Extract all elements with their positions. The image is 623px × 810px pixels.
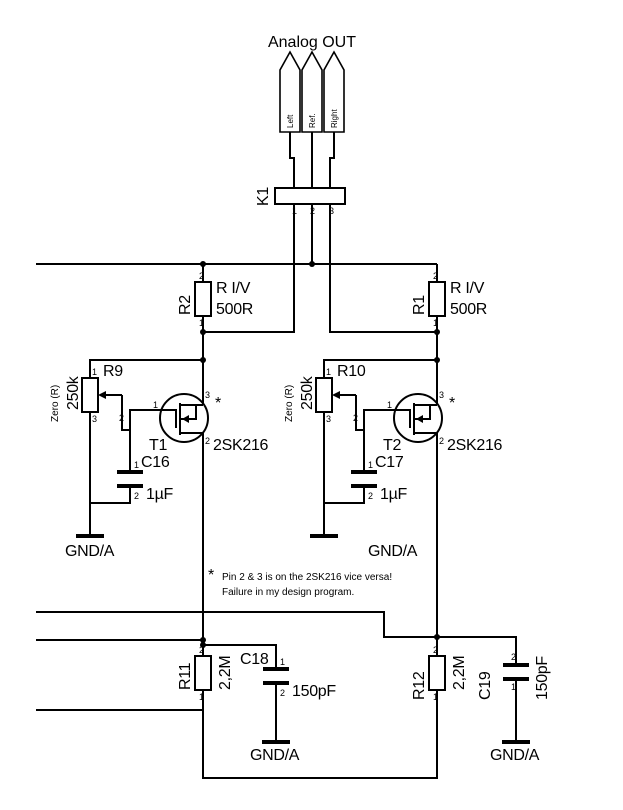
c17-pin-bottom: 2 <box>368 491 373 501</box>
c16-pin-top: 1 <box>134 460 139 470</box>
r12-ref: R12 <box>411 671 428 700</box>
note-mark: * <box>208 567 214 584</box>
t2-pin-1: 1 <box>387 400 392 410</box>
t1-ref: T1 <box>149 437 167 454</box>
c18-value: 150pF <box>292 683 336 700</box>
r1-pin-bottom: 1 <box>433 318 438 328</box>
r2-ref: R2 <box>177 295 194 315</box>
c17-value: 1µF <box>380 486 408 503</box>
c18-pin-top: 1 <box>280 657 285 667</box>
c18-ref: C18 <box>240 651 269 668</box>
t1-type: 2SK216 <box>213 437 269 454</box>
c16-pin-bottom: 2 <box>134 491 139 501</box>
transistor-t2 <box>393 393 443 443</box>
ground-label-3: GND/A <box>250 747 300 764</box>
r10-value: 250k <box>299 375 316 410</box>
r1-name: R I/V <box>450 280 485 297</box>
r11-ref: R11 <box>177 662 194 690</box>
c16-ref: C16 <box>141 454 170 471</box>
t1-pin-2: 2 <box>205 436 210 446</box>
capacitor-c18 <box>263 667 289 685</box>
output-ref-label: Ref. <box>308 113 317 128</box>
r9-pin-1: 1 <box>92 367 97 377</box>
r12-pin-top: 2 <box>433 645 438 655</box>
connector-pin-3: 3 <box>329 206 334 216</box>
r11-pin-top: 2 <box>199 645 204 655</box>
r11-pin-bottom: 1 <box>199 692 204 702</box>
capacitor-c17 <box>351 470 377 488</box>
c17-pin-top: 1 <box>368 460 373 470</box>
resistor-r12 <box>428 655 446 691</box>
c19-pin-top: 2 <box>511 652 516 662</box>
r12-value: 2,2M <box>451 656 468 690</box>
r9-pin-3: 3 <box>92 414 97 424</box>
r11-value: 2,2M <box>217 656 234 690</box>
r9-pin-2: 2 <box>119 413 124 423</box>
note-line-1: Pin 2 & 3 is on the 2SK216 vice versa! <box>222 572 392 583</box>
r2-pin-top: 2 <box>199 271 204 281</box>
c19-ref: C19 <box>477 671 494 700</box>
connector-k1 <box>274 187 346 205</box>
t1-pin-1: 1 <box>153 400 158 410</box>
t2-pin-2: 2 <box>439 436 444 446</box>
r1-value: 500R <box>450 301 487 318</box>
ground-label-4: GND/A <box>490 747 540 764</box>
r10-pin-2: 2 <box>353 413 358 423</box>
r2-pin-bottom: 1 <box>199 318 204 328</box>
t2-type: 2SK216 <box>447 437 503 454</box>
t2-mark: * <box>449 395 455 412</box>
capacitor-c19 <box>503 663 529 681</box>
r12-pin-bottom: 1 <box>433 692 438 702</box>
input-line-1 <box>36 611 437 638</box>
t1-mark: * <box>215 395 221 412</box>
diagram-title: Analog OUT <box>268 34 356 51</box>
r10-zero-label: Zero (R) <box>284 385 295 422</box>
output-right-arrow: Right <box>323 50 345 133</box>
output-ref-arrow: Ref. <box>301 50 323 133</box>
ground-label-1: GND/A <box>65 543 115 560</box>
r2-value: 500R <box>216 301 253 318</box>
r9-ref: R9 <box>103 363 123 380</box>
c19-value: 150pF <box>534 656 551 700</box>
resistor-r2 <box>194 281 212 317</box>
c18-pin-bottom: 2 <box>280 688 285 698</box>
r1-pin-top: 2 <box>433 271 438 281</box>
output-right-label: Right <box>330 109 339 128</box>
r10-pin-1: 1 <box>326 367 331 377</box>
connector-ref: K1 <box>255 187 272 206</box>
resistor-r11 <box>194 655 212 691</box>
r10-ref: R10 <box>337 363 366 380</box>
r9-zero-label: Zero (R) <box>50 385 61 422</box>
r10-pin-3: 3 <box>326 414 331 424</box>
r1-ref: R1 <box>411 295 428 315</box>
transistor-t1 <box>159 393 209 443</box>
c19-pin-bottom: 1 <box>511 682 516 692</box>
potentiometer-r10 <box>315 377 333 413</box>
output-left-label: Left <box>286 114 295 128</box>
t2-pin-3: 3 <box>439 390 444 400</box>
output-left-arrow: Left <box>279 50 301 133</box>
note-line-2: Failure in my design program. <box>222 587 354 598</box>
potentiometer-r9 <box>81 377 99 413</box>
resistor-r1 <box>428 281 446 317</box>
capacitor-c16 <box>117 470 143 488</box>
c17-ref: C17 <box>375 454 404 471</box>
r9-value: 250k <box>65 375 82 410</box>
t2-ref: T2 <box>383 437 401 454</box>
ground-label-2: GND/A <box>368 543 418 560</box>
r2-name: R I/V <box>216 280 251 297</box>
t1-pin-3: 3 <box>205 390 210 400</box>
c16-value: 1µF <box>146 486 174 503</box>
